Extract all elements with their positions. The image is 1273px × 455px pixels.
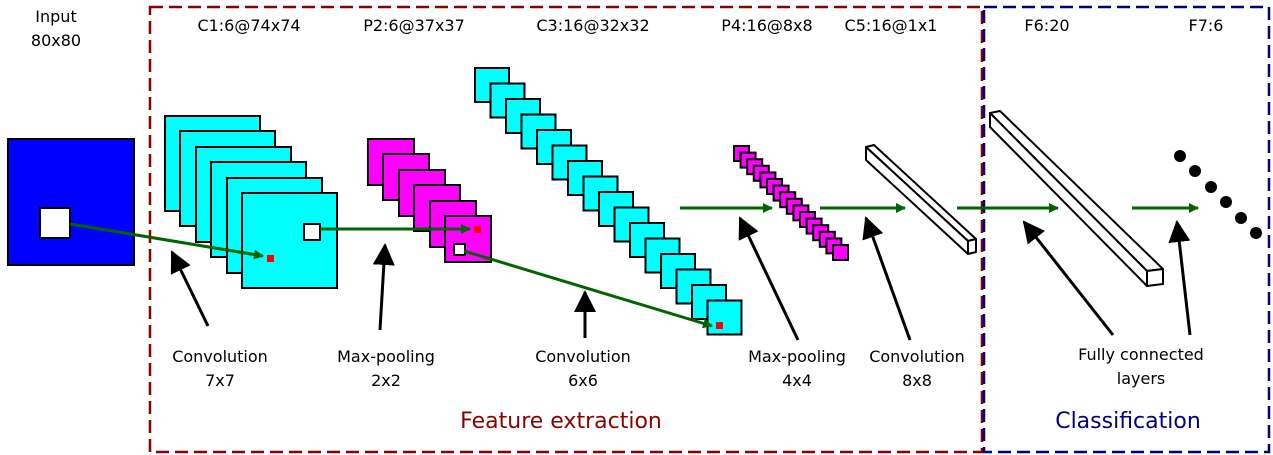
fc-label: Fully connected — [1078, 345, 1204, 364]
pool2-size-label: 2x2 — [371, 371, 401, 390]
input-image — [7, 138, 135, 266]
input-size-label: 80x80 — [31, 31, 81, 50]
c5-layer — [865, 144, 977, 255]
c5-label: C5:16@1x1 — [845, 16, 938, 35]
pool4-size-label: 4x4 — [782, 371, 812, 390]
pool4-label: Max-pooling — [748, 347, 846, 366]
conv8-label: Convolution — [869, 347, 965, 366]
c3-feature-maps — [474, 67, 743, 336]
c1-feature-maps — [164, 115, 338, 289]
p4-map-16 — [832, 244, 849, 261]
feature-extraction-box — [148, 5, 984, 454]
p2-label: P2:6@37x37 — [363, 16, 465, 35]
f6-label: F6:20 — [1024, 16, 1069, 35]
c3-output-pixel — [716, 322, 723, 329]
c1-label: C1:6@74x74 — [197, 16, 300, 35]
p4-label: P4:16@8x8 — [721, 16, 812, 35]
fc-label-line2: layers — [1117, 369, 1165, 388]
feature-extraction-title: Feature extraction — [460, 409, 662, 434]
conv6-size-label: 6x6 — [568, 371, 598, 390]
c3-map-16 — [706, 299, 743, 336]
conv7-label: Convolution — [172, 347, 268, 366]
classification-title: Classification — [1055, 409, 1201, 434]
label-arrows — [170, 216, 1192, 341]
conv6-label: Convolution — [535, 347, 631, 366]
flow-arrows — [69, 203, 1199, 329]
c3-label: C3:16@32x32 — [536, 16, 649, 35]
p4-feature-maps — [733, 145, 849, 261]
f7-neurons — [1174, 150, 1262, 239]
pool2-label: Max-pooling — [337, 347, 435, 366]
conv7-size-label: 7x7 — [205, 371, 235, 390]
f6-layer — [989, 110, 1164, 287]
f7-label: F7:6 — [1189, 16, 1224, 35]
conv8-size-label: 8x8 — [902, 371, 932, 390]
classification-box — [982, 5, 1271, 454]
input-receptive-field — [39, 207, 71, 239]
input-label: Input — [35, 7, 76, 26]
p2-feature-maps — [367, 138, 492, 263]
